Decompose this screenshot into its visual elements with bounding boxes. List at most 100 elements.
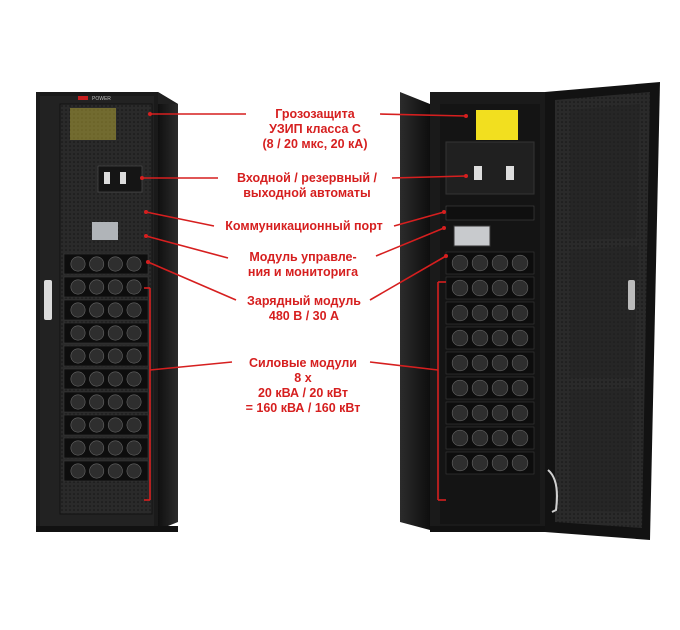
fan-icon [491, 354, 509, 372]
logo-text: POWER [92, 96, 111, 102]
fan-icon [126, 348, 142, 364]
fan-icon [89, 394, 105, 410]
fan-icon [471, 429, 489, 447]
fan-icon [70, 394, 86, 410]
fan-icon [70, 325, 86, 341]
left-display [92, 222, 118, 240]
fan-icon [126, 440, 142, 456]
fan-icon [451, 379, 469, 397]
fan-icon [107, 463, 123, 479]
fan-icon [471, 404, 489, 422]
fan-icon [471, 304, 489, 322]
fan-icon [471, 379, 489, 397]
module-row [63, 322, 149, 344]
fan-icon [491, 404, 509, 422]
label-breakers: Входной / резервный /выходной автоматы [237, 171, 377, 200]
fan-icon [491, 304, 509, 322]
fan-icon [89, 348, 105, 364]
fan-icon [491, 329, 509, 347]
open-door-handle [628, 280, 635, 310]
module-row [445, 351, 535, 375]
fan-icon [107, 302, 123, 318]
fan-icon [451, 329, 469, 347]
fan-icon [511, 254, 529, 272]
fan-icon [126, 463, 142, 479]
fan-icon [451, 254, 469, 272]
fan-icon [107, 440, 123, 456]
module-row [445, 326, 535, 350]
fan-icon [126, 371, 142, 387]
module-row [445, 426, 535, 450]
fan-icon [491, 254, 509, 272]
fan-icon [511, 454, 529, 472]
fan-icon [107, 394, 123, 410]
fan-icon [471, 329, 489, 347]
comm-port-panel [445, 205, 535, 221]
fan-icon [451, 279, 469, 297]
fan-icon [89, 256, 105, 272]
right-cabinet [400, 82, 660, 540]
fan-icon [70, 256, 86, 272]
module-row [445, 376, 535, 400]
module-row [445, 251, 535, 275]
module-row [63, 345, 149, 367]
fan-icon [126, 302, 142, 318]
fan-icon [451, 454, 469, 472]
fan-icon [107, 256, 123, 272]
fan-icon [89, 302, 105, 318]
fan-icon [511, 404, 529, 422]
fan-icon [511, 429, 529, 447]
fan-icon [471, 354, 489, 372]
fan-icon [126, 394, 142, 410]
module-row [63, 437, 149, 459]
fan-icon [70, 440, 86, 456]
module-row [445, 301, 535, 325]
fan-icon [491, 454, 509, 472]
module-row [63, 368, 149, 390]
fan-icon [89, 371, 105, 387]
fan-icon [491, 429, 509, 447]
fan-icon [107, 371, 123, 387]
fan-icon [451, 304, 469, 322]
fan-icon [511, 354, 529, 372]
module-row [63, 391, 149, 413]
module-row [63, 414, 149, 436]
fan-icon [107, 348, 123, 364]
module-row [445, 451, 535, 475]
door-handle [44, 280, 52, 320]
fan-icon [471, 279, 489, 297]
fan-icon [491, 379, 509, 397]
fan-icon [471, 254, 489, 272]
module-row [445, 401, 535, 425]
fan-icon [511, 379, 529, 397]
module-row [63, 299, 149, 321]
fan-icon [70, 371, 86, 387]
label-comm-port: Коммуникационный порт [225, 219, 383, 233]
right-spd-window [476, 110, 518, 140]
fan-icon [70, 302, 86, 318]
module-row [63, 460, 149, 482]
fan-icon [70, 279, 86, 295]
module-row [63, 276, 149, 298]
fan-icon [107, 279, 123, 295]
fan-icon [511, 304, 529, 322]
fan-icon [491, 279, 509, 297]
fan-icon [89, 463, 105, 479]
fan-icon [126, 279, 142, 295]
logo-badge [78, 96, 88, 100]
right-display [453, 225, 491, 247]
fan-icon [70, 417, 86, 433]
fan-icon [89, 279, 105, 295]
module-row [445, 276, 535, 300]
fan-icon [70, 463, 86, 479]
fan-icon [511, 279, 529, 297]
fan-icon [70, 348, 86, 364]
label-control-module: Модуль управле-ния и мониторига [247, 250, 359, 279]
fan-icon [126, 417, 142, 433]
fan-icon [89, 325, 105, 341]
leader-lines [142, 113, 467, 501]
